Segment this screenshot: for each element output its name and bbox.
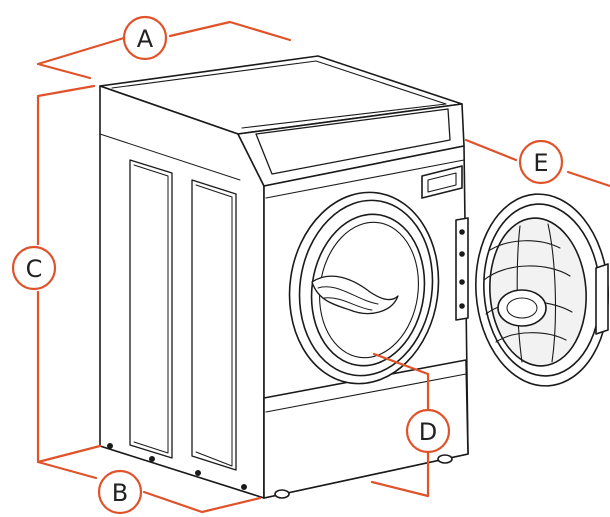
- callout-a-circle: [122, 15, 168, 61]
- callout-d: D: [405, 408, 451, 454]
- side-recess-left: [129, 159, 173, 459]
- callout-c-circle: [11, 245, 57, 291]
- foot-front-left: [274, 489, 290, 499]
- callout-a-label: A: [137, 25, 154, 53]
- washer-side-panel: [99, 85, 265, 499]
- washer-illustration: [99, 55, 609, 499]
- door-glass: [489, 217, 587, 367]
- dimension-line-d: [370, 352, 430, 498]
- door-hinge: [455, 217, 469, 321]
- callout-c: C: [11, 245, 57, 291]
- callout-a: A: [122, 15, 168, 61]
- callout-b: B: [97, 469, 143, 515]
- callout-b-circle: [97, 469, 143, 515]
- callouts: A B C D E: [11, 15, 564, 515]
- dimension-line-e: [464, 138, 610, 188]
- control-display-window: [255, 108, 451, 175]
- foot-front-right: [437, 454, 453, 464]
- callout-d-circle: [405, 408, 451, 454]
- callout-e-label: E: [533, 149, 548, 177]
- callout-d-label: D: [419, 418, 437, 446]
- callout-e: E: [518, 139, 564, 185]
- dimension-lines: [36, 20, 610, 514]
- callout-e-circle: [518, 139, 564, 185]
- door-handle: [595, 263, 609, 335]
- callout-b-label: B: [112, 479, 128, 507]
- dimension-line-a: [36, 20, 292, 80]
- dimension-line-b: [36, 460, 262, 514]
- side-recess-right: [191, 179, 237, 471]
- callout-c-label: C: [26, 255, 43, 283]
- door-glass-center: [497, 289, 547, 327]
